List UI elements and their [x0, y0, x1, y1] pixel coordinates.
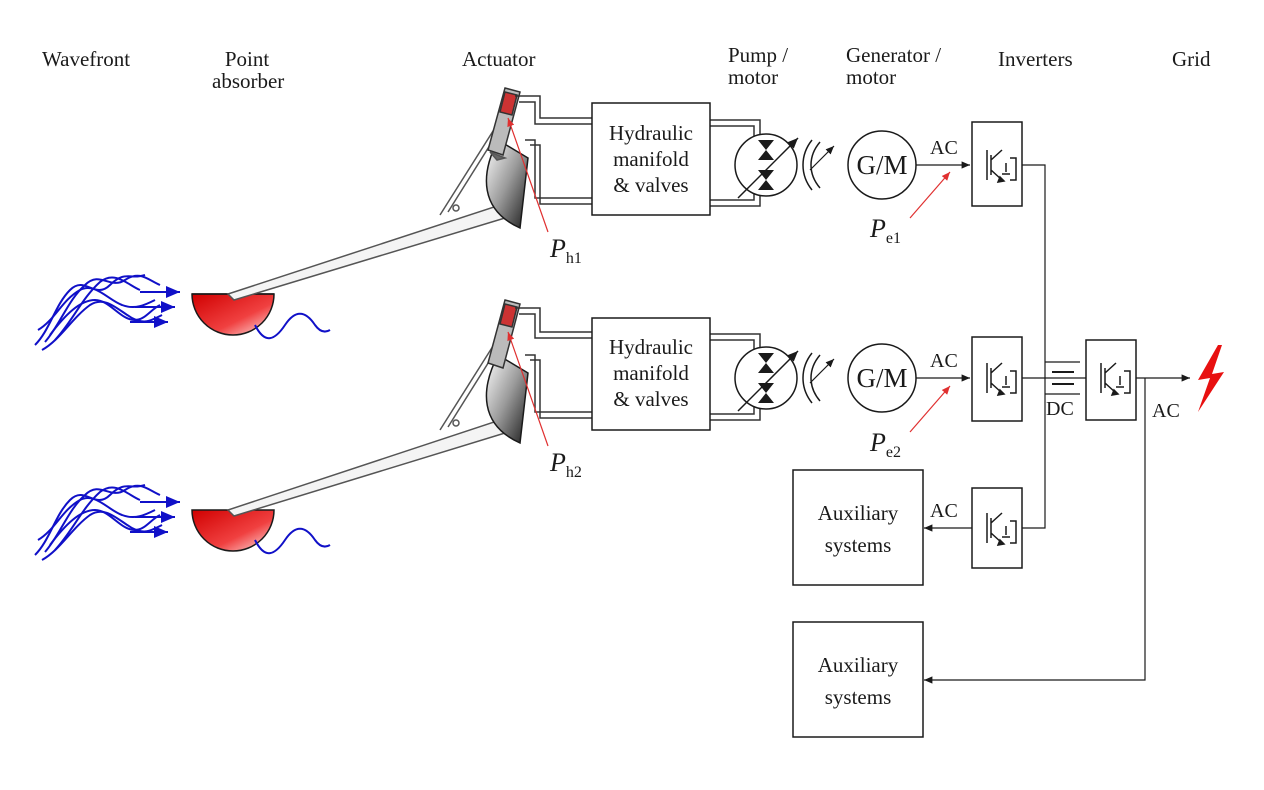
header-actuator: Actuator	[462, 47, 536, 71]
auxiliary-systems-box-1	[792, 469, 924, 586]
manifold-line2: manifold	[613, 361, 689, 385]
auxiliary-label-2: Auxiliary systems	[793, 649, 923, 713]
dc-capacitor-icon	[1052, 371, 1074, 385]
pointer-lines	[507, 117, 951, 447]
ph1-label: Ph1	[550, 234, 582, 268]
manifold-label-1: Hydraulic manifold & valves	[592, 120, 710, 198]
pe1-base: P	[870, 214, 886, 243]
wave-arrows-1	[130, 286, 180, 328]
wave-arrows-2	[130, 496, 180, 538]
auxiliary-line2: systems	[824, 533, 892, 557]
manifold-box-1	[591, 102, 711, 216]
auxiliary-line1: Auxiliary	[817, 653, 899, 677]
inverter-2	[971, 336, 1023, 422]
manifold-box-2	[591, 317, 711, 431]
ac-label-grid: AC	[1152, 400, 1180, 422]
manifold-line1: Hydraulic	[609, 121, 693, 145]
wavefront-1	[34, 274, 163, 351]
point-absorber-2	[191, 509, 331, 555]
manifold-line3: & valves	[613, 173, 689, 197]
pe2-base: P	[870, 428, 886, 457]
igbt-icon	[1100, 362, 1131, 396]
generator-label-2: G/M	[856, 363, 908, 393]
igbt-icon	[986, 362, 1017, 396]
ph2-base: P	[550, 448, 566, 477]
pe1-sub: e1	[885, 230, 901, 247]
header-point-absorber: Point absorber	[212, 47, 285, 93]
aux-link-2	[924, 378, 1146, 684]
header-point-absorber-line1: Point	[224, 47, 270, 71]
hydraulic-lines-2	[515, 307, 761, 421]
header-pump-motor-line1: Pump /	[728, 43, 789, 67]
ac-label-1: AC	[930, 137, 958, 159]
point-absorber-1	[191, 293, 331, 340]
header-grid: Grid	[1172, 47, 1211, 71]
ph2-sub: h2	[565, 464, 582, 481]
dc-label: DC	[1046, 398, 1074, 420]
header-generator-motor-line1: Generator /	[846, 43, 942, 67]
lightning-icon	[1198, 345, 1224, 412]
auxiliary-line1: Auxiliary	[817, 501, 899, 525]
ac-label-aux: AC	[930, 500, 958, 522]
pe2-label: Pe2	[870, 428, 901, 462]
ph1-base: P	[550, 234, 566, 263]
pe2-sub: e2	[885, 444, 901, 461]
pe1-label: Pe1	[870, 214, 901, 248]
header-wavefront: Wavefront	[42, 47, 131, 71]
igbt-icon	[986, 512, 1017, 546]
igbt-icon	[986, 149, 1017, 183]
actuator-arm-1	[226, 87, 529, 301]
dc-bus	[1022, 164, 1086, 529]
actuator-arm-2	[226, 299, 529, 517]
ph1-sub: h1	[565, 250, 582, 267]
inverter-grid	[1085, 339, 1137, 421]
pump-motor-2	[734, 346, 835, 412]
header-pump-motor: Pump / motor	[728, 44, 818, 88]
header-inverters: Inverters	[998, 47, 1073, 71]
header-pump-motor-line2: motor	[728, 65, 779, 89]
ac-label-2: AC	[930, 350, 958, 372]
header-point-absorber-line2: absorber	[212, 69, 285, 93]
pump-motor-1	[734, 133, 835, 199]
manifold-line3: & valves	[613, 387, 689, 411]
auxiliary-label-1: Auxiliary systems	[793, 497, 923, 561]
generator-label-1: G/M	[856, 150, 908, 180]
manifold-line2: manifold	[613, 147, 689, 171]
manifold-label-2: Hydraulic manifold & valves	[592, 334, 710, 412]
ph2-label: Ph2	[550, 448, 582, 482]
inverter-1	[971, 121, 1023, 207]
header-generator-motor-line2: motor	[846, 65, 897, 89]
manifold-line1: Hydraulic	[609, 335, 693, 359]
auxiliary-systems-box-2	[792, 621, 924, 738]
header-generator-motor: Generator / motor	[846, 44, 966, 88]
wavefront-2	[34, 484, 163, 561]
auxiliary-line2: systems	[824, 685, 892, 709]
inverter-aux	[971, 487, 1023, 569]
